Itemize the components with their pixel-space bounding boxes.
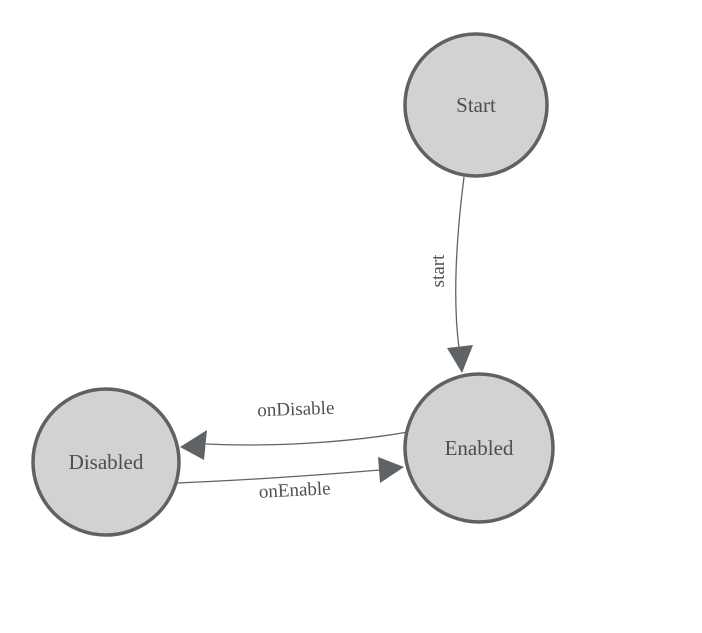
node-disabled-label: Disabled	[69, 450, 144, 474]
arrowhead-down-icon	[447, 345, 473, 373]
node-start-label: Start	[456, 93, 496, 117]
edge-disabled-to-enabled: onEnable	[176, 457, 404, 503]
node-disabled-circle	[31, 387, 181, 537]
node-disabled: Disabled	[31, 387, 181, 537]
edge-line-disabled-to-enabled	[176, 469, 381, 484]
edge-enabled-to-disabled: onDisable	[180, 398, 409, 460]
node-enabled-label: Enabled	[445, 436, 514, 460]
arrowhead-right-icon	[378, 457, 404, 483]
arrowhead-left-icon	[180, 430, 207, 460]
edge-line-enabled-to-disabled	[205, 431, 409, 446]
edge-label-ondisable: onDisable	[257, 398, 335, 422]
node-enabled-circle	[403, 372, 555, 524]
edge-label-onenable: onEnable	[258, 478, 331, 503]
node-enabled: Enabled	[403, 372, 555, 524]
edge-line-start-to-enabled	[455, 176, 465, 349]
edge-label-start: start	[428, 254, 449, 287]
node-start: Start	[403, 32, 549, 178]
edge-start-to-enabled: start	[428, 176, 473, 373]
node-start-circle	[403, 32, 549, 178]
